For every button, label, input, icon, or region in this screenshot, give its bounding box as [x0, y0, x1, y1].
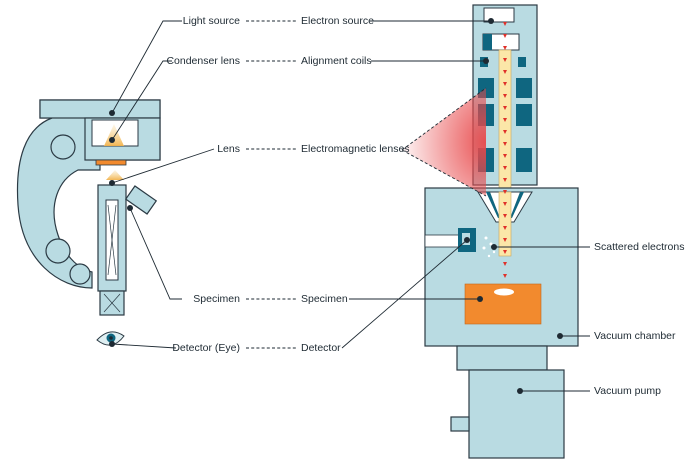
knob-upper — [50, 134, 76, 160]
electron-microscope — [401, 4, 579, 459]
label-scattered-electrons: Scattered electrons — [594, 241, 684, 253]
label-alignment-coils: Alignment coils — [301, 55, 372, 67]
knob-lower — [45, 238, 71, 264]
pump-valve — [450, 416, 470, 432]
label-vacuum-pump: Vacuum pump — [594, 385, 661, 397]
label-detector-eye: Detector (Eye) — [172, 342, 240, 354]
detector-arm — [424, 234, 464, 248]
label-electromagnetic-lenses: Electromagnetic lenses — [301, 143, 410, 155]
lens-light — [106, 170, 124, 180]
label-specimen-light: Specimen — [193, 293, 240, 305]
label-vacuum-chamber: Vacuum chamber — [594, 330, 676, 342]
knob-base — [69, 263, 91, 285]
light-beam — [104, 124, 124, 146]
electron-beam — [503, 22, 507, 278]
label-condenser-lens: Condenser lens — [166, 55, 240, 67]
scattered-electron-dots — [482, 236, 496, 258]
labels: Light source Electron source Condenser l… — [109, 15, 684, 397]
objective-turret — [124, 185, 158, 215]
pump-neck — [456, 345, 548, 371]
electromagnetic-lens-highlight — [402, 88, 486, 196]
label-light-source: Light source — [183, 15, 240, 27]
lens-coil-2-right — [516, 104, 532, 126]
beam-tube-lower — [498, 191, 512, 257]
label-detector: Detector — [301, 342, 341, 354]
gun-coil — [483, 34, 492, 50]
lens-coil-1-right — [516, 78, 532, 98]
label-electron-source: Electron source — [301, 15, 374, 27]
light-microscope — [16, 99, 161, 346]
eyepiece — [99, 290, 125, 316]
eye-icon — [96, 331, 125, 346]
arm-top — [39, 99, 161, 119]
lens-bar — [95, 159, 127, 166]
lens-coil-3-right — [516, 148, 532, 172]
alignment-coil-right — [518, 57, 526, 67]
label-lens: Lens — [217, 143, 240, 155]
beam-spot — [494, 288, 514, 296]
label-specimen-electron: Specimen — [301, 293, 348, 305]
vacuum-pump — [468, 369, 565, 459]
